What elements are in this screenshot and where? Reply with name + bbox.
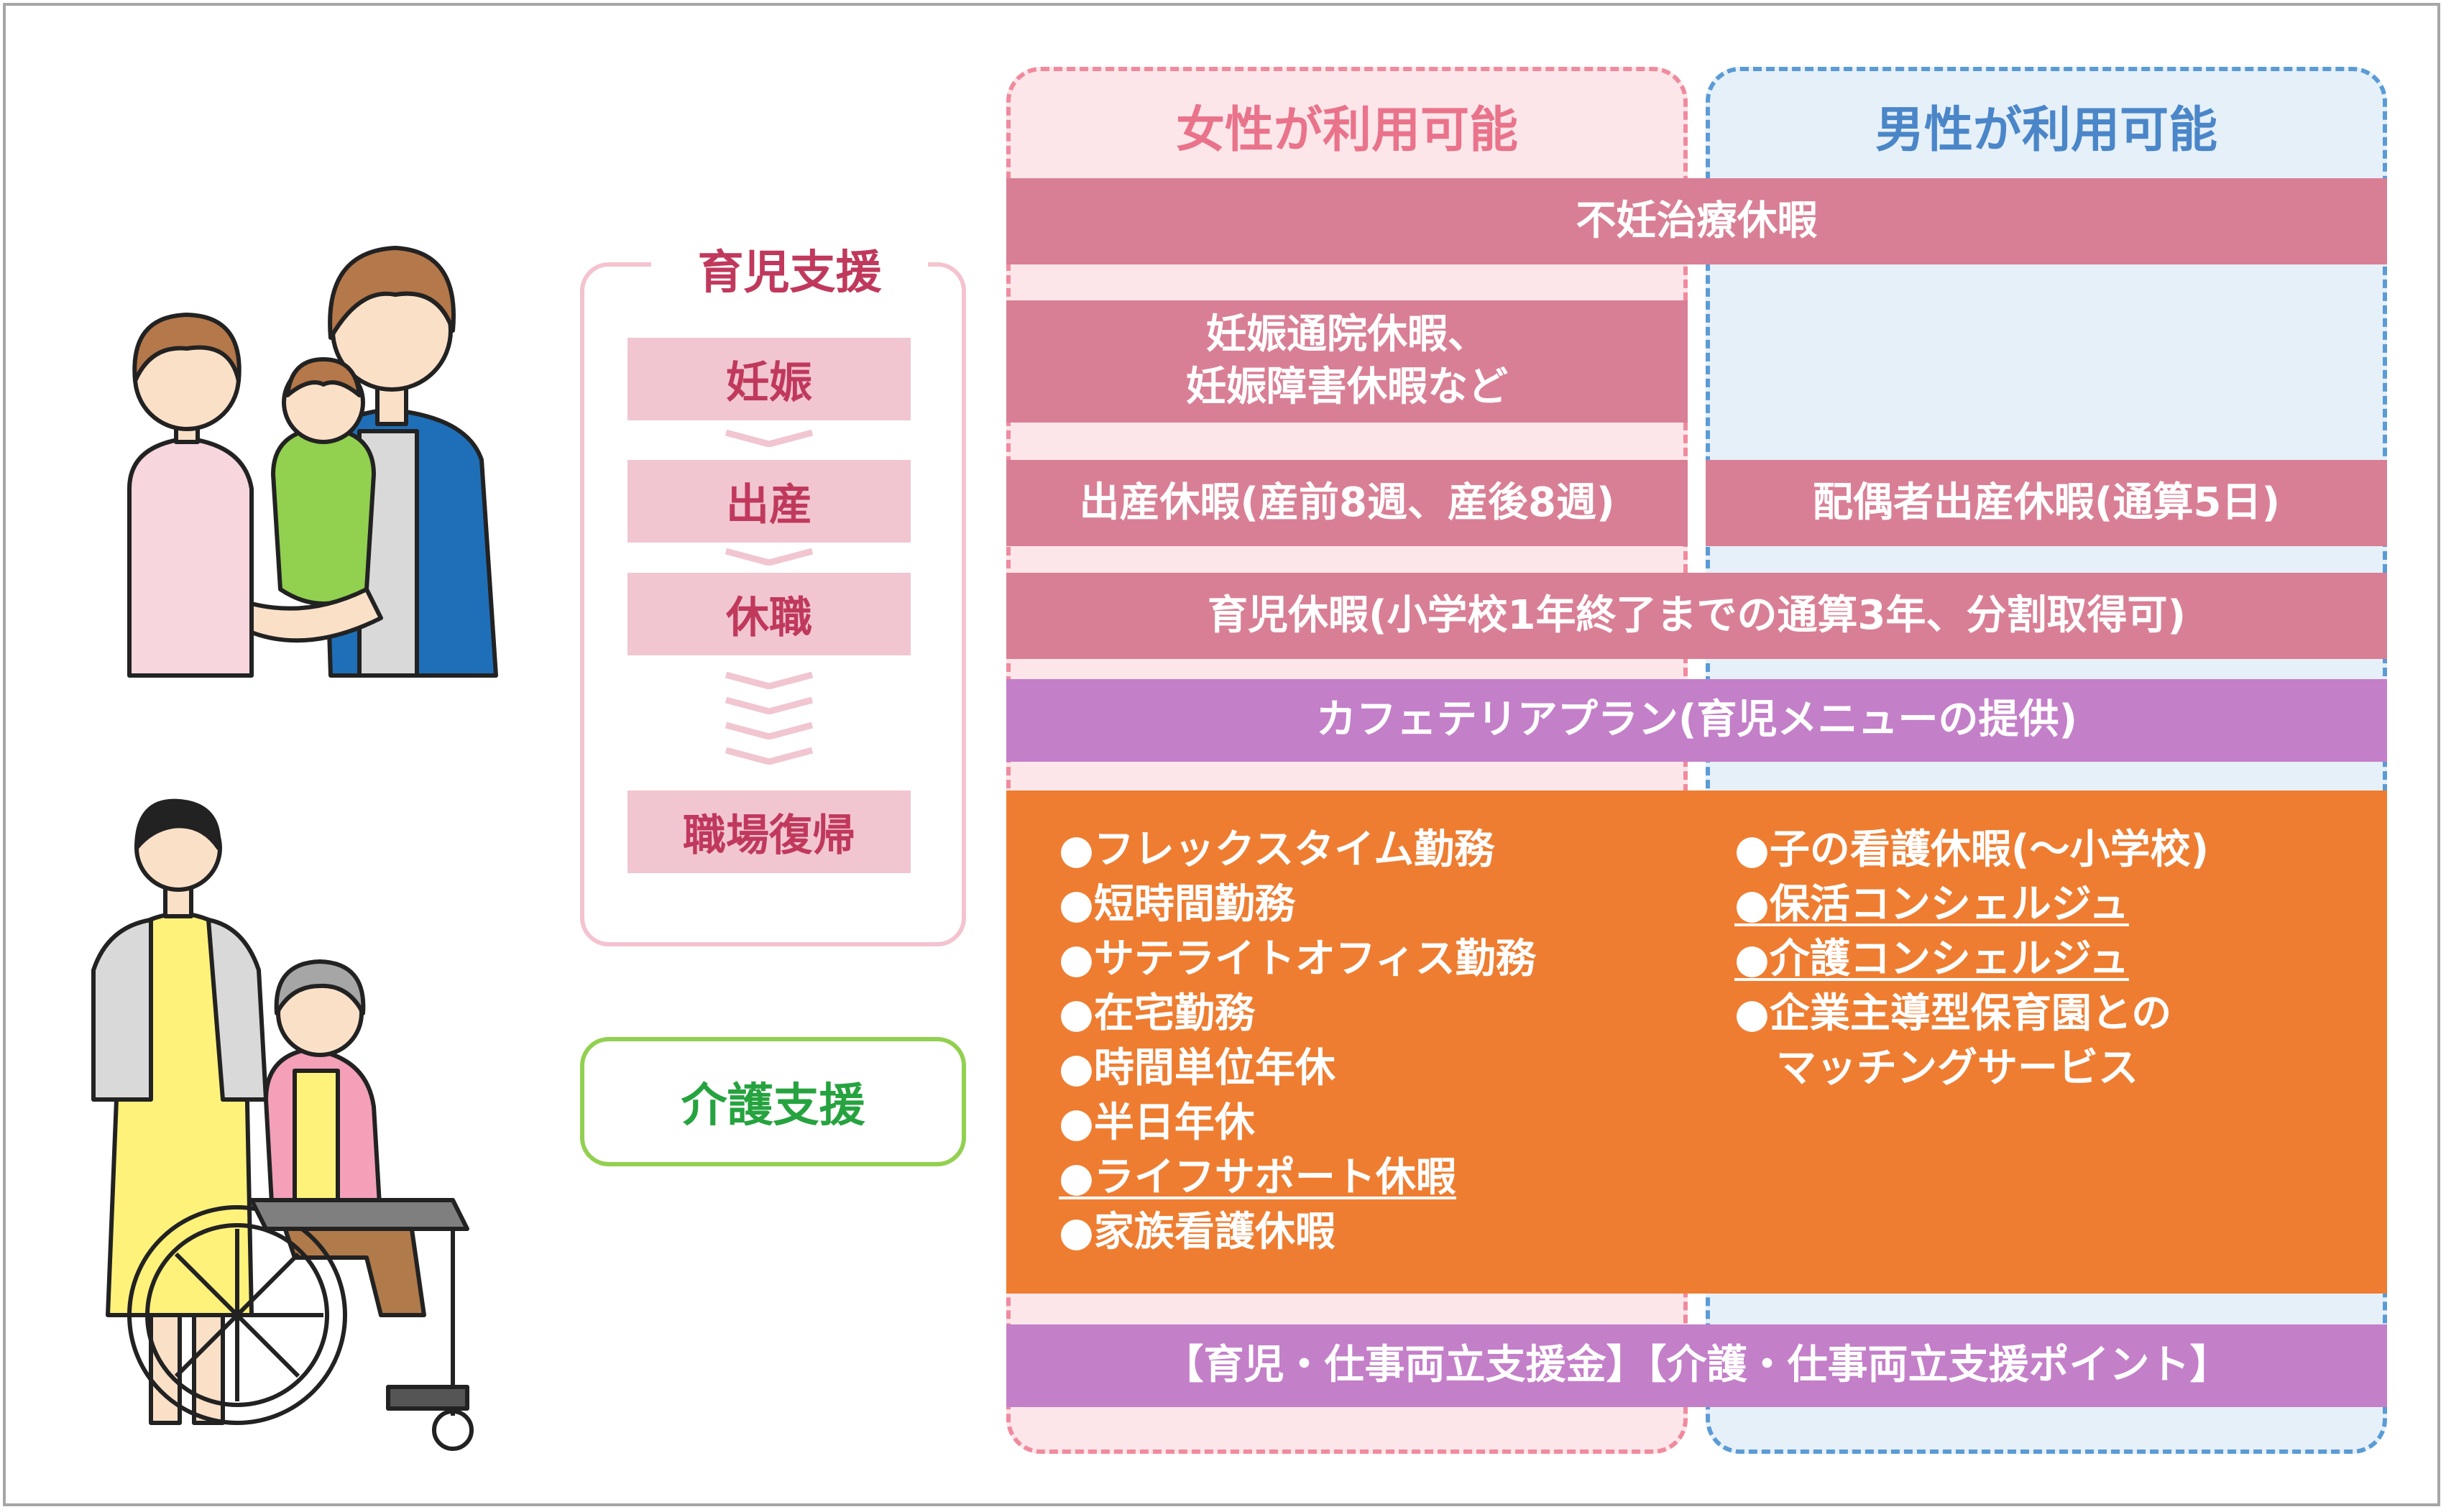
infertility-leave-bar: 不妊治療休暇: [1006, 178, 2387, 264]
chevron-down-icon: [725, 548, 814, 566]
list-item: ●サテライトオフィス勤務: [1059, 936, 1536, 982]
list-item: ●短時間勤務: [1059, 881, 1295, 928]
stage-pregnancy: 妊娠: [627, 338, 911, 420]
childcare-leave-bar: 育児休暇(小学校1年終了までの通算3年、分割取得可): [1006, 573, 2387, 659]
outer-frame: [3, 3, 2440, 1506]
chevron-down-icon: [725, 430, 814, 447]
stage-birth: 出産: [627, 460, 911, 543]
list-item: ●企業主導型保育園との: [1734, 990, 2172, 1037]
chevron-down-icon: [725, 722, 814, 739]
pregnancy-leave-bar: 妊娠通院休暇、 妊娠障害休暇など: [1006, 300, 1688, 423]
female-column-title: 女性が利用可能: [1175, 102, 1518, 159]
chevron-down-icon: [725, 697, 814, 714]
list-item: マッチングサービス: [1776, 1045, 2138, 1092]
maternity-leave-bar: 出産休暇(産前8週、産後8週): [1006, 460, 1688, 546]
chevron-down-icon: [725, 747, 814, 765]
list-item: ●時間単位年休: [1059, 1045, 1335, 1092]
left-benefit-list: ●フレックスタイム勤務 ●短時間勤務 ●サテライトオフィス勤務 ●在宅勤務 ●時…: [1059, 823, 1536, 1260]
support-fund-bar: 【育児・仕事両立支援金】【介護・仕事両立支援ポイント】: [1006, 1324, 2387, 1407]
pregnancy-leave-line2: 妊娠障害休暇など: [1186, 364, 1508, 410]
list-item: ●在宅勤務: [1059, 990, 1255, 1037]
nursing-concierge-link[interactable]: ●介護コンシェルジュ: [1734, 936, 2129, 982]
list-item: ●子の看護休暇(～小学校): [1734, 826, 2210, 873]
stage-return-to-work: 職場復帰: [627, 790, 911, 873]
family-illustration: [127, 246, 498, 678]
list-item: ●半日年休: [1059, 1100, 1255, 1146]
stage-leave: 休職: [627, 573, 911, 655]
nursing-support-box: [580, 1037, 966, 1166]
male-column-title: 男性が利用可能: [1875, 102, 2217, 159]
list-item: ●フレックスタイム勤務: [1059, 826, 1495, 873]
life-support-leave-link[interactable]: ●ライフサポート休暇: [1059, 1154, 1456, 1201]
pregnancy-leave-line1: 妊娠通院休暇、: [1206, 311, 1488, 359]
paternity-leave-bar: 配偶者出産休暇(通算5日): [1706, 460, 2387, 546]
right-benefit-list: ●子の看護休暇(～小学校) ●保活コンシェルジュ ●介護コンシェルジュ ●企業主…: [1734, 823, 2209, 1096]
childcare-support-title: 育児支援: [651, 236, 928, 302]
cafeteria-plan-bar: カフェテリアプラン(育児メニューの提供): [1006, 679, 2387, 762]
nursing-care-illustration: [91, 798, 474, 1451]
work-style-panel: [1006, 790, 2387, 1294]
hokatsu-concierge-link[interactable]: ●保活コンシェルジュ: [1734, 881, 2129, 928]
list-item: ●家族看護休暇: [1059, 1209, 1335, 1255]
chevron-down-icon: [725, 672, 814, 689]
nursing-support-title: 介護支援: [681, 1079, 865, 1133]
